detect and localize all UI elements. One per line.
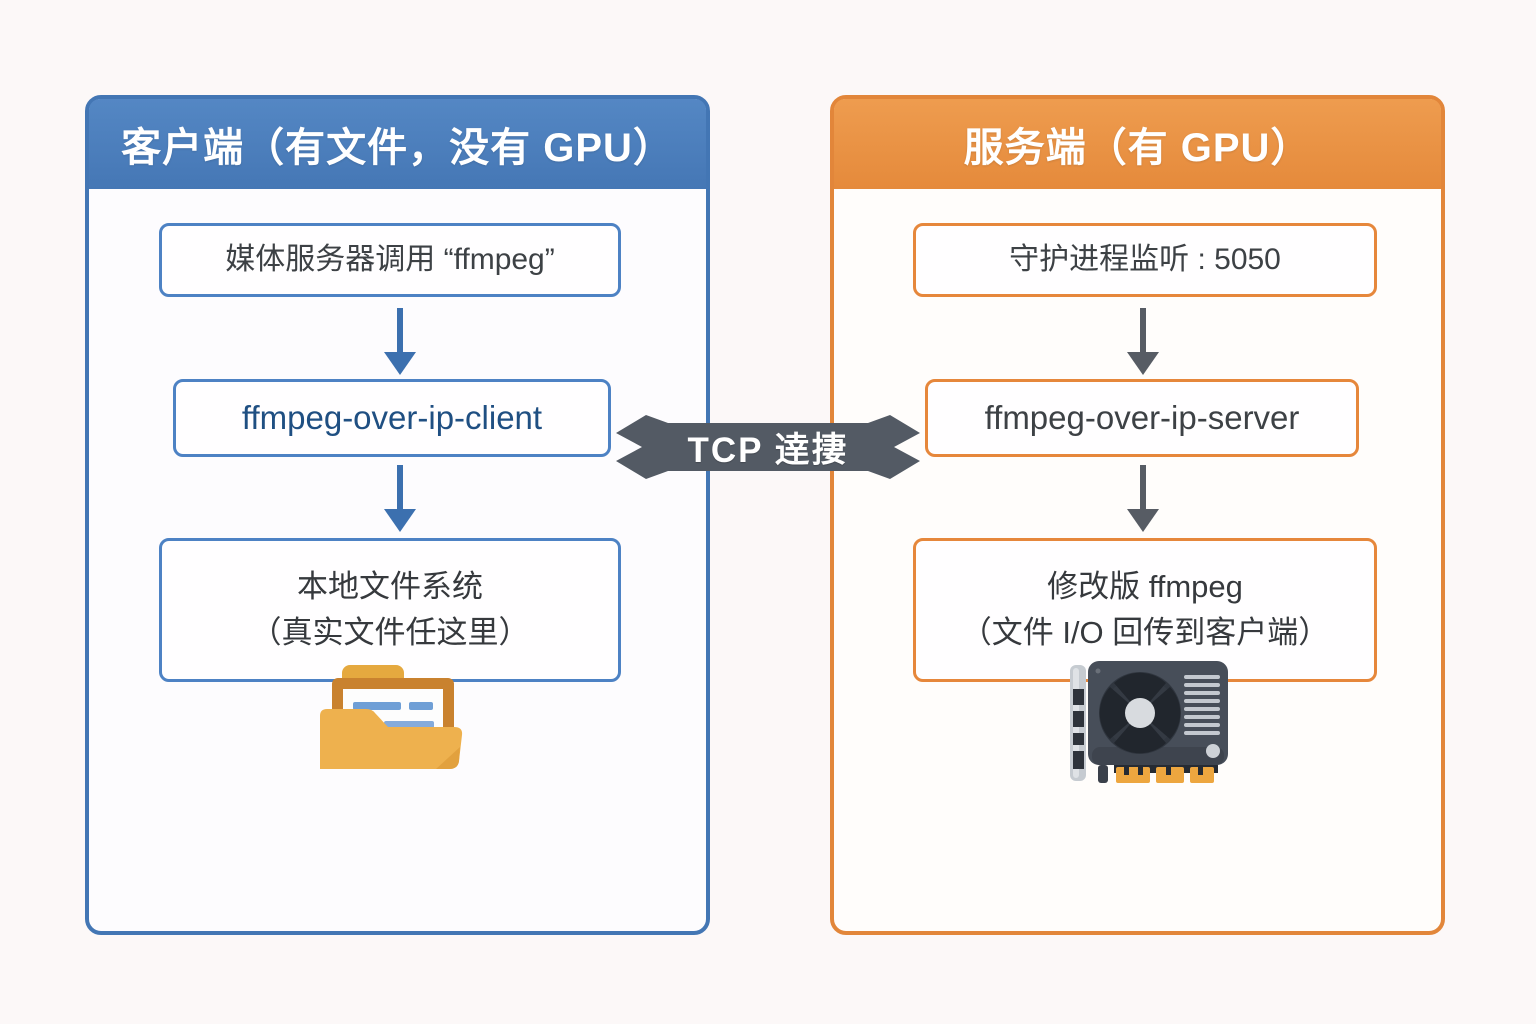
client-panel-title: 客户端（有文件，没有 GPU） — [89, 99, 706, 189]
server-panel-title: 服务端（有 GPU） — [834, 99, 1441, 189]
client-arrow-down-2-icon — [384, 465, 416, 532]
server-ffmpeg-line2: （文件 I/O 回传到客户端） — [960, 615, 1330, 650]
client-process-label: ffmpeg-over-ip-client — [241, 399, 543, 437]
folder-open-icon — [320, 665, 463, 769]
client-process-box: ffmpeg-over-ip-client — [173, 379, 611, 457]
gpu-card-icon — [1070, 661, 1228, 783]
client-filesystem-line1: 本地文件系统 — [297, 569, 483, 604]
server-ffmpeg-box: 修改版 ffmpeg （文件 I/O 回传到客户端） — [913, 538, 1377, 682]
server-process-label: ffmpeg-over-ip-server — [984, 399, 1300, 437]
tcp-connection-banner: TCP 逹捿 — [616, 415, 920, 479]
server-daemon-box: 守护进程监听 : 5050 — [913, 223, 1377, 297]
client-filesystem-line2: （真实文件任这里） — [250, 615, 530, 650]
server-arrow-down-1-icon — [1127, 308, 1159, 375]
tcp-connection-label: TCP 逹捿 — [687, 430, 849, 470]
double-arrow-icon — [616, 415, 920, 479]
server-panel: 服务端（有 GPU） 守护进程监听 : 5050 ffmpeg-over-ip-… — [830, 95, 1445, 935]
server-process-box: ffmpeg-over-ip-server — [925, 379, 1359, 457]
client-arrow-down-1-icon — [384, 308, 416, 375]
client-panel: 客户端（有文件，没有 GPU） 媒体服务器调用 “ffmpeg” ffmpeg-… — [85, 95, 710, 935]
client-media-server-box: 媒体服务器调用 “ffmpeg” — [159, 223, 621, 297]
client-filesystem-box: 本地文件系统 （真实文件任这里） — [159, 538, 621, 682]
server-ffmpeg-line1: 修改版 ffmpeg — [1047, 569, 1243, 604]
server-daemon-label: 守护进程监听 : 5050 — [1009, 242, 1281, 276]
server-arrow-down-2-icon — [1127, 465, 1159, 532]
client-media-server-label: 媒体服务器调用 “ffmpeg” — [225, 242, 555, 276]
